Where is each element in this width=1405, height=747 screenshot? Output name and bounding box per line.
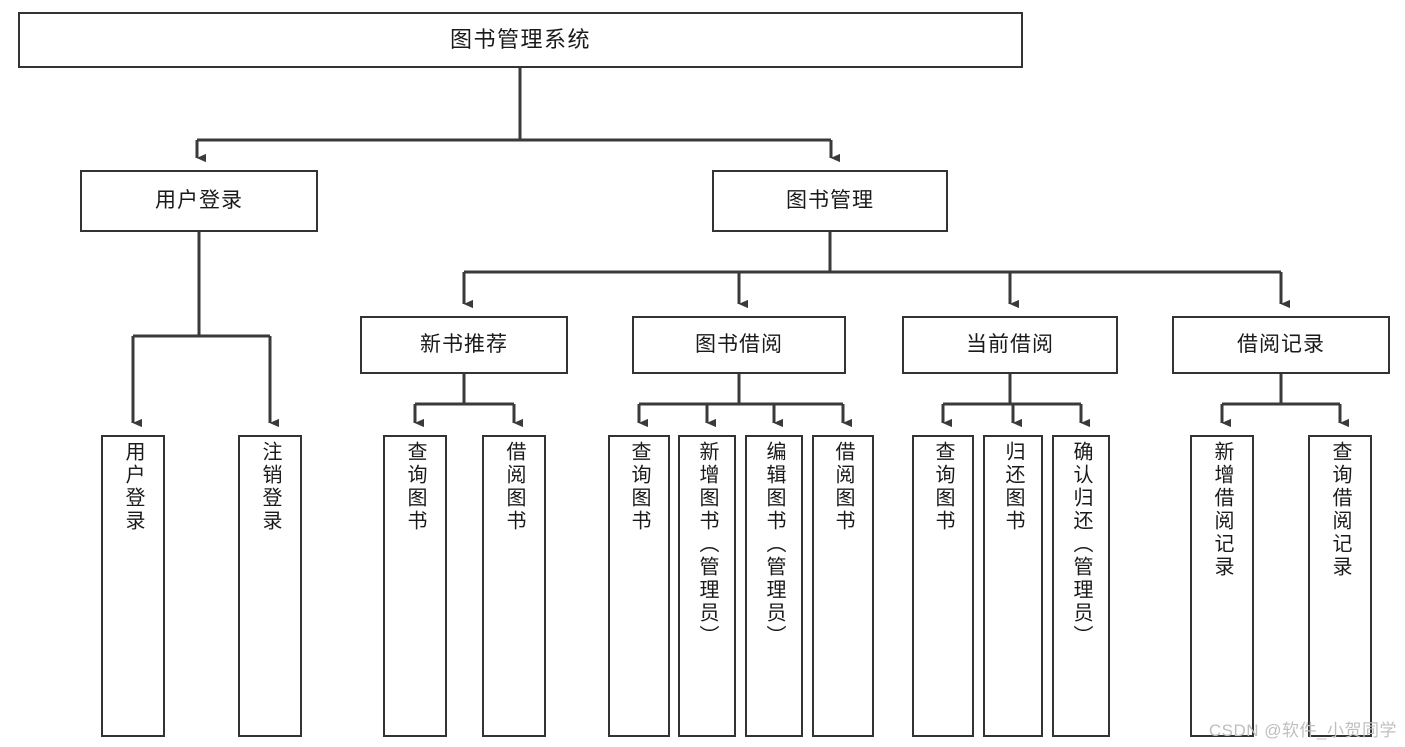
node-leaf-add-book[interactable]: 新增图书（管理员） [678, 435, 736, 737]
node-book-borrow[interactable]: 图书借阅 [632, 316, 846, 374]
node-leaf-return-book-label: 归还图书 [1002, 441, 1024, 533]
node-leaf-borrow-book-1-label: 借阅图书 [503, 441, 525, 533]
node-borrow-record[interactable]: 借阅记录 [1172, 316, 1390, 374]
node-leaf-add-record-label: 新增借阅记录 [1211, 441, 1233, 579]
node-leaf-logout[interactable]: 注销登录 [238, 435, 302, 737]
node-leaf-borrow-book-2-label: 借阅图书 [832, 441, 854, 533]
node-leaf-user-login[interactable]: 用户登录 [101, 435, 165, 737]
node-leaf-edit-book[interactable]: 编辑图书（管理员） [745, 435, 803, 737]
node-leaf-borrow-book-2[interactable]: 借阅图书 [812, 435, 874, 737]
node-root-label: 图书管理系统 [449, 27, 591, 53]
node-new-book-rec-label: 新书推荐 [420, 332, 508, 356]
node-leaf-query-book-1-label: 查询图书 [404, 441, 426, 533]
node-leaf-query-book-2[interactable]: 查询图书 [608, 435, 670, 737]
node-leaf-add-record[interactable]: 新增借阅记录 [1190, 435, 1254, 737]
node-leaf-edit-book-label: 编辑图书（管理员） [763, 441, 785, 648]
watermark-text: CSDN @软件_小贺同学 [1208, 721, 1397, 740]
node-user-login-label: 用户登录 [155, 188, 243, 212]
node-leaf-user-login-label: 用户登录 [122, 441, 144, 533]
node-leaf-add-book-label: 新增图书（管理员） [696, 441, 718, 648]
node-leaf-query-book-3-label: 查询图书 [932, 441, 954, 533]
node-leaf-borrow-book-1[interactable]: 借阅图书 [482, 435, 546, 737]
node-current-borrow-label: 当前借阅 [966, 332, 1054, 356]
node-leaf-confirm-return-label: 确认归还（管理员） [1070, 441, 1092, 648]
node-leaf-query-book-1[interactable]: 查询图书 [383, 435, 447, 737]
node-new-book-rec[interactable]: 新书推荐 [360, 316, 568, 374]
node-leaf-logout-label: 注销登录 [259, 441, 281, 533]
node-leaf-query-record-label: 查询借阅记录 [1329, 441, 1351, 579]
node-leaf-query-book-3[interactable]: 查询图书 [912, 435, 974, 737]
node-book-manage-label: 图书管理 [786, 188, 874, 212]
node-leaf-return-book[interactable]: 归还图书 [983, 435, 1043, 737]
node-leaf-confirm-return[interactable]: 确认归还（管理员） [1052, 435, 1110, 737]
node-book-borrow-label: 图书借阅 [695, 332, 783, 356]
node-user-login[interactable]: 用户登录 [80, 170, 318, 232]
node-borrow-record-label: 借阅记录 [1237, 332, 1325, 356]
node-root[interactable]: 图书管理系统 [18, 12, 1023, 68]
node-leaf-query-record[interactable]: 查询借阅记录 [1308, 435, 1372, 737]
node-current-borrow[interactable]: 当前借阅 [902, 316, 1118, 374]
node-leaf-query-book-2-label: 查询图书 [628, 441, 650, 533]
node-book-manage[interactable]: 图书管理 [712, 170, 948, 232]
